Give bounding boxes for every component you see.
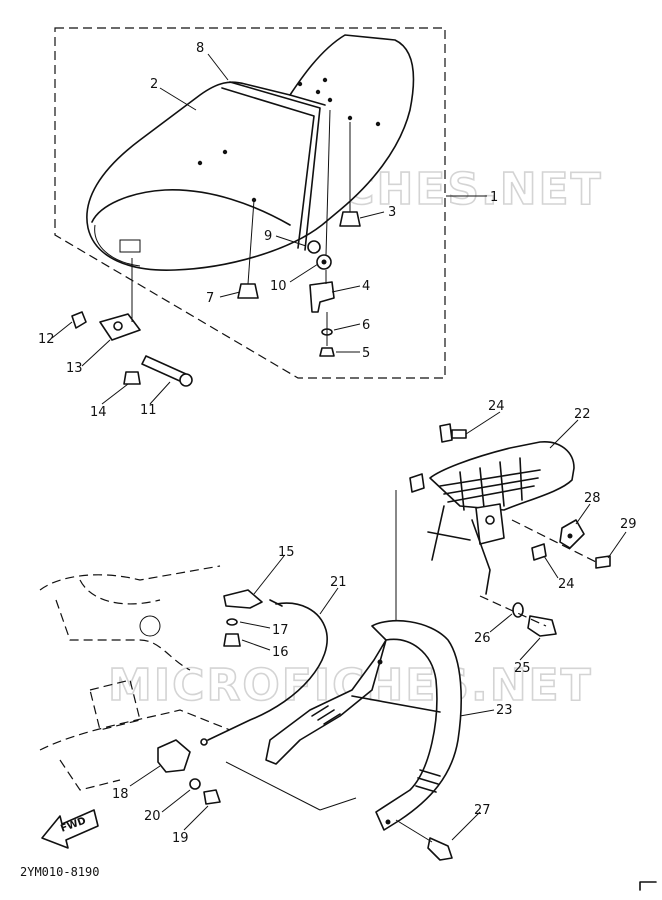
bolt-25 [527,615,557,637]
callout-23: 23 [496,703,513,718]
collar-16 [223,633,241,647]
lever-15 [223,589,263,609]
callout-1: 1 [490,190,498,205]
seat-lock-18 [157,739,191,773]
callout-20: 20 [144,809,161,824]
callout-9: 9 [264,229,272,244]
callouts: 8 2 1 3 9 10 7 4 6 5 12 13 14 11 24 22 2… [38,41,637,846]
washer-26 [512,602,524,618]
bolt-27 [427,837,453,861]
callout-21: 21 [330,575,347,590]
callout-13: 13 [66,361,83,376]
grab-bar-23 [265,620,462,831]
callout-24-lower: 24 [558,577,575,592]
seat-lock-assembly [71,258,193,387]
nut-19 [203,789,221,805]
seat [86,34,415,271]
callout-12: 12 [38,332,55,347]
cable-21 [207,602,328,741]
callout-17: 17 [272,623,289,638]
collar-9 [307,240,321,254]
callout-8: 8 [196,41,204,56]
bolt-24-top [439,423,467,443]
washer-20 [189,778,201,790]
bracket-4 [309,281,335,313]
fwd-arrow: FWD [41,809,99,849]
drawing-code: 2YM010-8190 [20,865,99,879]
callout-19: 19 [172,831,189,846]
bolt-24-lower [531,543,547,561]
callout-18: 18 [112,787,129,802]
callout-24-top: 24 [488,399,505,414]
callout-2: 2 [150,77,158,92]
callout-25: 25 [514,661,531,676]
callout-10: 10 [270,279,287,294]
frame-ghost [39,565,231,791]
callout-11: 11 [140,403,157,418]
callout-27: 27 [474,803,491,818]
seat-assembly-outline [54,27,446,379]
bracket-28 [559,519,585,549]
callout-14: 14 [90,405,107,420]
seat-damper-3 [339,122,361,227]
callout-29: 29 [620,517,637,532]
callout-26: 26 [474,631,491,646]
callout-28: 28 [584,491,601,506]
bolt-29 [595,555,611,569]
callout-7: 7 [206,291,214,306]
carrier-22 [409,441,575,595]
seat-damper-7 [237,199,259,299]
callout-16: 16 [272,645,289,660]
nut-5 [319,347,335,357]
callout-5: 5 [362,346,370,361]
washer-17 [226,618,238,626]
callout-3: 3 [388,205,396,220]
callout-6: 6 [362,318,370,333]
leader-lines [51,53,627,841]
callout-15: 15 [278,545,295,560]
callout-4: 4 [362,279,370,294]
callout-22: 22 [574,407,591,422]
